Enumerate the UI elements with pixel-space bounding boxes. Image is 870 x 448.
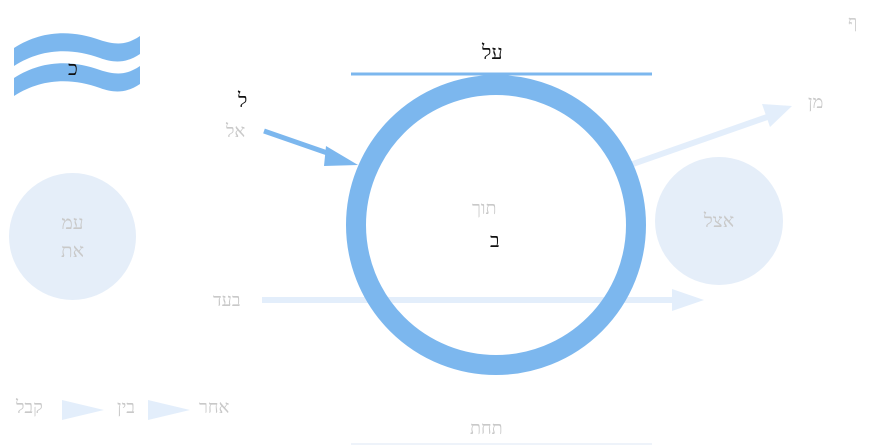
bubble-left-line2: את [61, 239, 84, 262]
incoming-letter: ל [238, 88, 248, 112]
sequence-word-2: בין [117, 397, 135, 418]
bubble-left: עמ את [9, 173, 136, 300]
outgoing-arrow [629, 104, 792, 168]
sequence-word-1: אחר [199, 397, 230, 418]
bubble-right: אצל [655, 157, 783, 285]
incoming-arrow [263, 128, 358, 166]
through-arrow [262, 289, 704, 311]
outgoing-word: מן [808, 92, 824, 113]
incoming-word: אל [226, 121, 246, 142]
top-line-label: על [482, 40, 503, 64]
main-circle [346, 75, 646, 375]
through-word: בעד [213, 290, 241, 311]
sequence-word-3: קבל [16, 397, 43, 418]
sequence-arrow-2 [62, 400, 104, 420]
letter-icon: ף [848, 12, 858, 33]
bubble-left-line1: עמ [61, 211, 84, 234]
circle-top-word: תוך [472, 198, 497, 219]
wave-letter: כ [68, 56, 78, 80]
sequence-arrow-1 [148, 400, 190, 420]
bubble-right-word: אצל [703, 210, 735, 232]
bottom-line-label: תחת [470, 418, 503, 439]
water-wave-icon [14, 33, 140, 96]
circle-letter: ב [490, 228, 500, 252]
